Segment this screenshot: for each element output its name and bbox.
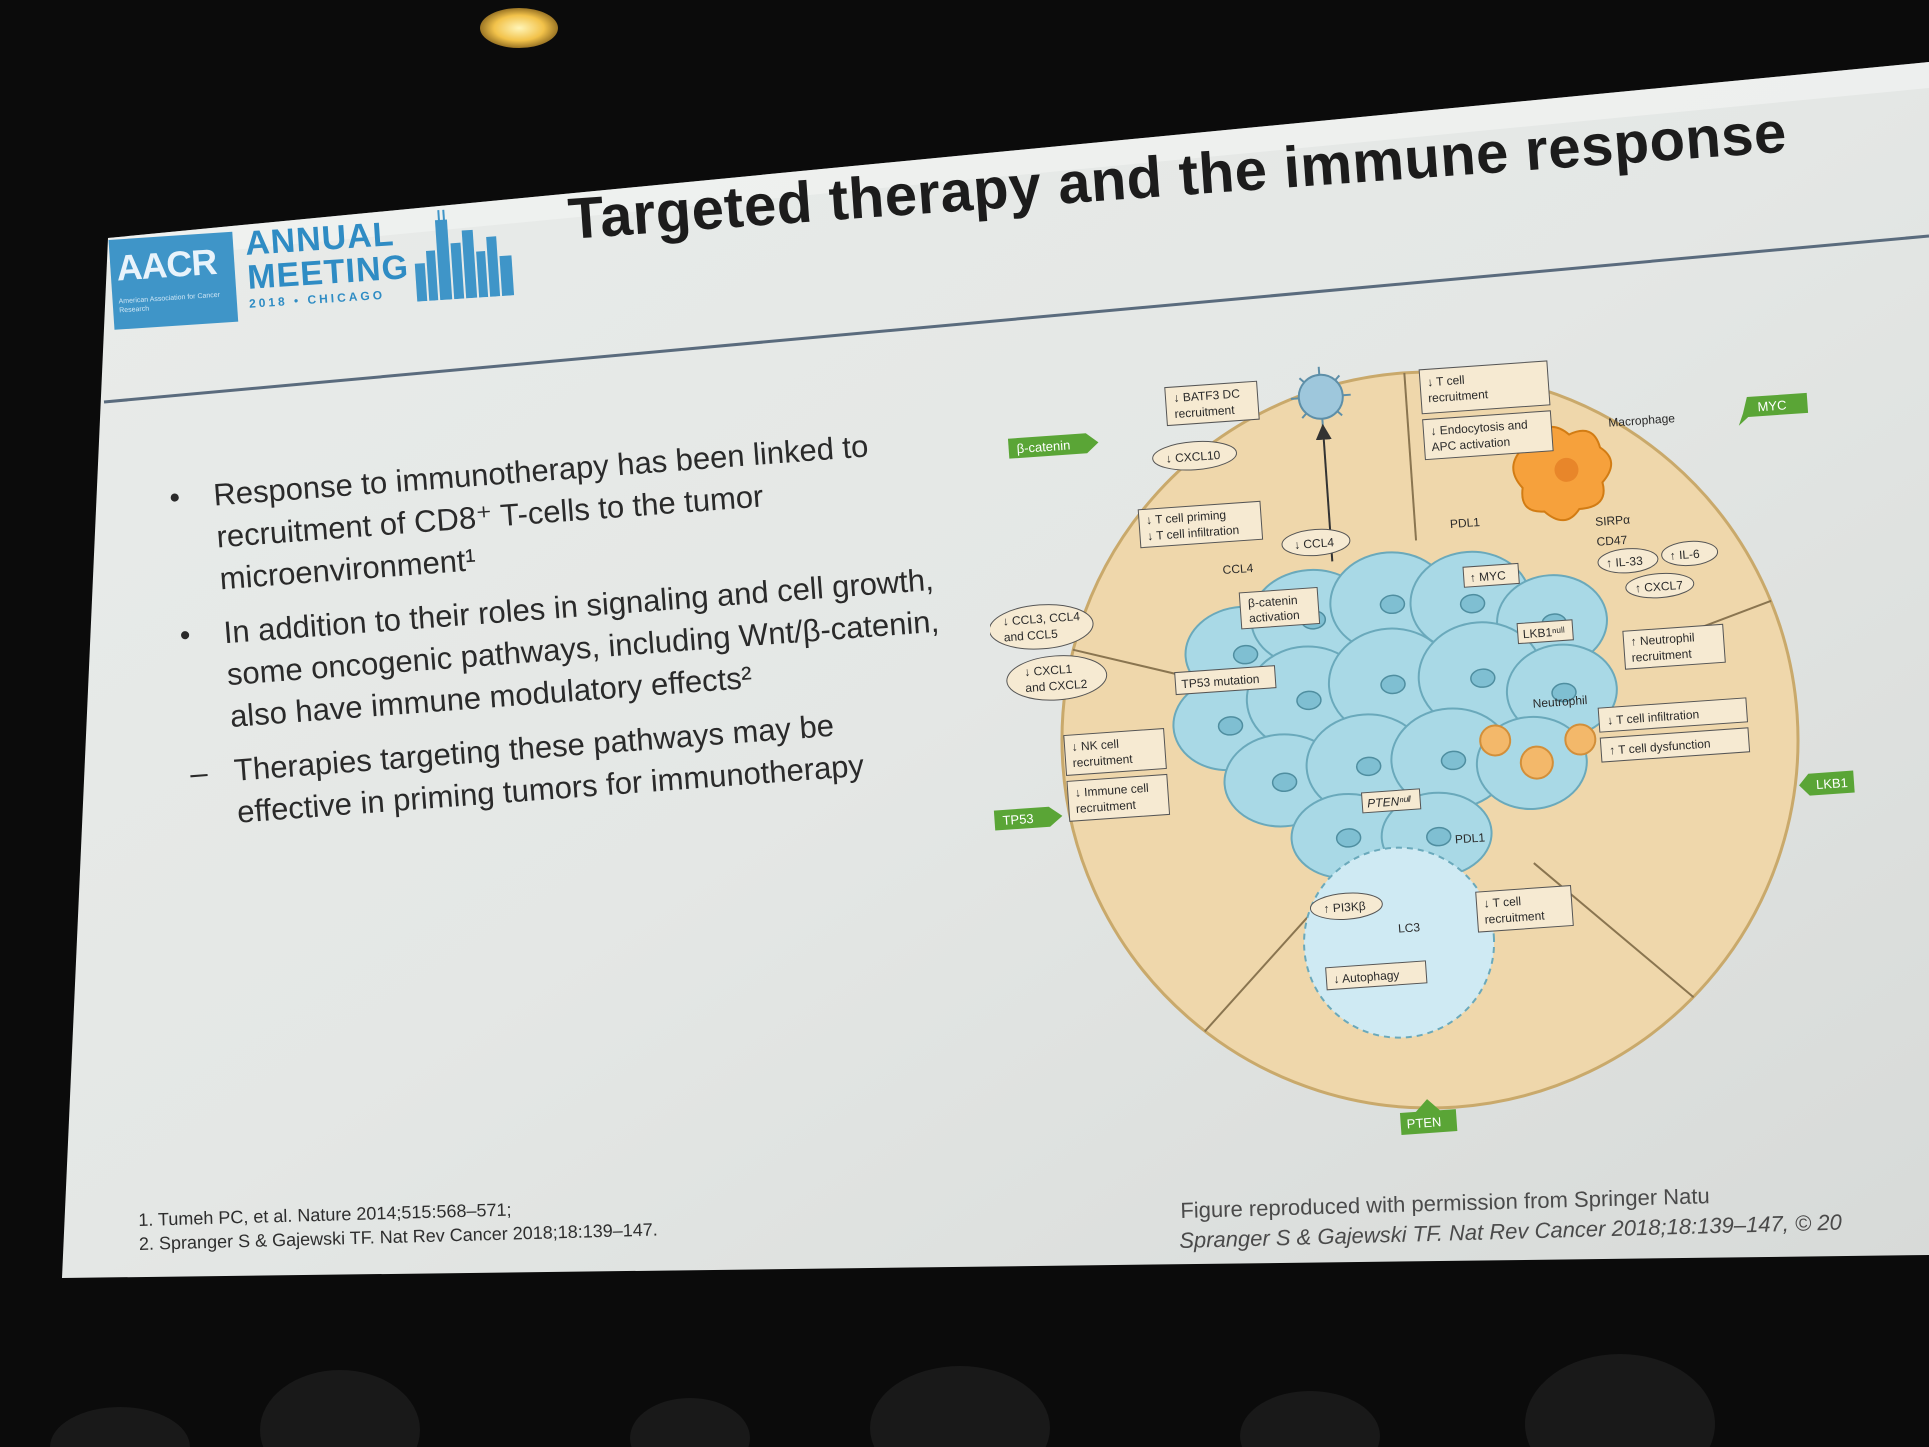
bullet-dot-icon: •	[178, 618, 192, 653]
tag-beta-catenin: β-catenin	[1007, 433, 1099, 459]
svg-text:↓ CXCL1: ↓ CXCL1	[1024, 662, 1073, 679]
tag-tp53: TP53	[993, 806, 1063, 831]
svg-text:↑ CXCL7: ↑ CXCL7	[1634, 578, 1683, 595]
oval-ccl4: ↓ CCL4	[1281, 528, 1351, 557]
tag-beta-catenin-label: β-catenin	[1016, 437, 1071, 456]
box-up-myc: ↑ MYC	[1462, 562, 1520, 588]
svg-text:recruitment: recruitment	[1484, 908, 1546, 926]
svg-text:↓ BATF3 DC: ↓ BATF3 DC	[1173, 386, 1241, 405]
svg-text:β-catenin: β-catenin	[1248, 593, 1298, 610]
svg-text:↑ IL-6: ↑ IL-6	[1669, 547, 1700, 563]
box-lkb1-null: LKB1ⁿᵘˡˡ	[1516, 619, 1574, 645]
label-lc3: LC3	[1398, 920, 1421, 936]
neutrophil-icons	[1479, 723, 1597, 780]
svg-text:recruitment: recruitment	[1075, 798, 1137, 816]
tag-lkb1-label: LKB1	[1816, 775, 1849, 792]
svg-text:PTENⁿᵘˡˡ: PTENⁿᵘˡˡ	[1367, 793, 1413, 810]
box-tp53-mutation: TP53 mutation	[1174, 665, 1277, 696]
box-tcell-priming: ↓ T cell priming ↓ T cell infiltration	[1137, 500, 1264, 549]
svg-text:↑ PI3Kβ: ↑ PI3Kβ	[1323, 899, 1366, 916]
oval-il33: ↑ IL-33	[1597, 548, 1659, 574]
box-tcell-recruit-top: ↓ T cell recruitment	[1418, 360, 1551, 415]
tag-myc: MYC	[1738, 392, 1809, 426]
box-autophagy: ↓ Autophagy	[1325, 960, 1428, 991]
svg-text:↑ MYC: ↑ MYC	[1469, 568, 1506, 585]
tag-myc-label: MYC	[1757, 397, 1787, 414]
dash-icon: –	[188, 754, 209, 792]
oval-pi3kb: ↑ PI3Kβ	[1309, 892, 1383, 920]
aacr-wordmark: AACR	[115, 240, 218, 289]
svg-text:TP53 mutation: TP53 mutation	[1181, 672, 1260, 691]
svg-text:↑ Neutrophil: ↑ Neutrophil	[1630, 630, 1695, 648]
svg-text:↓ T cell infiltration: ↓ T cell infiltration	[1607, 707, 1700, 727]
dendritic-cell-icon	[1290, 366, 1351, 427]
svg-text:recruitment: recruitment	[1072, 752, 1134, 770]
box-tcell-recruit-bottom: ↓ T cell recruitment	[1475, 885, 1574, 933]
aacr-logo: AACR American Association for Cancer Res…	[108, 205, 524, 332]
svg-text:LKB1ⁿᵘˡˡ: LKB1ⁿᵘˡˡ	[1522, 624, 1565, 641]
box-pten-null: PTENⁿᵘˡˡ	[1360, 788, 1422, 814]
box-tcell-dysfunction: ↑ T cell dysfunction	[1599, 727, 1751, 763]
label-macrophage: Macrophage	[1608, 411, 1676, 430]
tag-tp53-label: TP53	[1002, 811, 1034, 828]
svg-text:↓ T cell infiltration: ↓ T cell infiltration	[1147, 523, 1240, 543]
box-nk-cell: ↓ NK cell recruitment	[1063, 728, 1167, 776]
oval-cxcl7: ↑ CXCL7	[1625, 572, 1695, 599]
box-tcell-infiltration: ↓ T cell infiltration	[1597, 697, 1749, 733]
label-cd47: CD47	[1596, 533, 1628, 549]
oval-il6: ↑ IL-6	[1661, 540, 1719, 567]
box-batf3: ↓ BATF3 DC recruitment	[1164, 380, 1260, 427]
svg-text:↓ Autophagy: ↓ Autophagy	[1333, 968, 1400, 987]
label-pdl1-top: PDL1	[1449, 515, 1480, 531]
box-immune-cell: ↓ Immune cell recruitment	[1066, 773, 1171, 822]
svg-text:↓ Endocytosis and: ↓ Endocytosis and	[1430, 417, 1528, 438]
meeting-wordmark: ANNUAL MEETING 2018 • CHICAGO	[244, 215, 411, 311]
tag-lkb1: LKB1	[1799, 770, 1855, 796]
audience-silhouettes	[50, 1354, 1715, 1447]
svg-text:recruitment: recruitment	[1174, 403, 1236, 421]
svg-text:↑ IL-33: ↑ IL-33	[1606, 554, 1644, 571]
oval-ccl3: ↓ CCL3, CCL4 and CCL5	[990, 604, 1094, 650]
svg-text:↓ T cell: ↓ T cell	[1427, 373, 1465, 390]
svg-text:↓ CCL4: ↓ CCL4	[1294, 535, 1335, 552]
svg-text:and CCL5: and CCL5	[1003, 627, 1058, 645]
chicago-skyline-icon	[414, 209, 515, 302]
svg-text:↓ CXCL10: ↓ CXCL10	[1165, 448, 1221, 466]
box-bcat-activation: β-catenin activation	[1238, 586, 1321, 630]
svg-text:↓ T cell: ↓ T cell	[1483, 894, 1521, 911]
immune-pathway-figure: β-catenin MYC TP53 LKB1 PTEN	[990, 360, 1855, 1135]
oval-cxcl1: ↓ CXCL1 and CXCL2	[1006, 655, 1108, 701]
aacr-tagline: American Association for Cancer Research	[118, 291, 221, 315]
svg-text:recruitment: recruitment	[1631, 647, 1693, 665]
bullet-dot-icon: •	[168, 481, 182, 515]
svg-text:↓ T cell priming: ↓ T cell priming	[1145, 508, 1226, 528]
svg-text:↓ NK cell: ↓ NK cell	[1071, 737, 1119, 754]
box-neutrophil-recruit: ↑ Neutrophil recruitment	[1622, 623, 1726, 670]
bullet-list: • Response to immunotherapy has been lin…	[168, 421, 953, 837]
svg-text:↓ Immune cell: ↓ Immune cell	[1074, 781, 1149, 800]
label-pdl1-bottom: PDL1	[1455, 830, 1486, 846]
svg-text:activation: activation	[1249, 608, 1301, 626]
tag-pten-label: PTEN	[1406, 1114, 1442, 1131]
svg-text:recruitment: recruitment	[1428, 387, 1490, 405]
box-endocytosis: ↓ Endocytosis and APC activation	[1422, 410, 1554, 461]
svg-text:APC activation: APC activation	[1431, 435, 1510, 454]
tag-pten: PTEN	[1399, 1099, 1458, 1135]
oval-cxcl10: ↓ CXCL10	[1152, 440, 1238, 471]
svg-text:and CXCL2: and CXCL2	[1025, 677, 1088, 695]
aacr-badge: AACR American Association for Cancer Res…	[108, 231, 239, 330]
label-sirpa: SIRPα	[1595, 513, 1631, 529]
svg-text:↓ CCL3, CCL4: ↓ CCL3, CCL4	[1002, 609, 1080, 628]
label-ccl4: CCL4	[1222, 561, 1254, 577]
ceiling-light	[480, 8, 558, 48]
label-neutrophil: Neutrophil	[1532, 693, 1588, 711]
